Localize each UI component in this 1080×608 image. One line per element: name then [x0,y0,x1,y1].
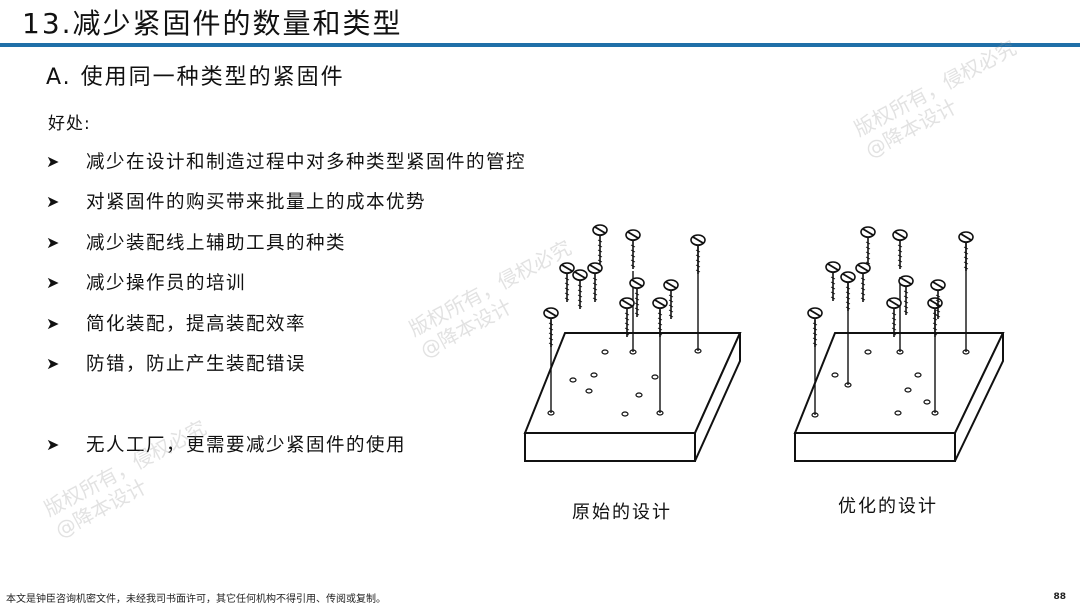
list-item: ➤ 减少操作员的培训 [46,267,246,297]
arrow-bullet-icon: ➤ [46,191,60,211]
caption-original-design: 原始的设计 [572,502,672,523]
arrow-bullet-icon: ➤ [46,313,60,333]
watermark: 版权所有，侵权必究@降本设计 [850,35,1021,163]
arrow-bullet-icon: ➤ [46,353,60,373]
list-item: ➤ 减少装配线上辅助工具的种类 [46,227,346,257]
bullet-text: 无人工厂，更需要减少紧固件的使用 [86,435,407,456]
bullet-text: 对紧固件的购买带来批量上的成本优势 [86,192,427,213]
page-title: 13.减少紧固件的数量和类型 [22,7,403,40]
mounting-block-icon [523,224,742,462]
bullet-text: 减少在设计和制造过程中对多种类型紧固件的管控 [86,152,527,173]
section-heading: A. 使用同一种类型的紧固件 [46,65,345,90]
list-item: ➤ 简化装配，提高装配效率 [46,308,306,338]
page-number: 88 [1053,592,1066,602]
arrow-bullet-icon: ➤ [46,151,60,171]
title-divider [0,43,1080,47]
list-item: ➤ 减少在设计和制造过程中对多种类型紧固件的管控 [46,146,526,176]
caption-optimized-design: 优化的设计 [838,496,938,517]
mounting-block-icon [793,226,1005,462]
footer-notice: 本文是钟臣咨询机密文件，未经我司书面许可，其它任何机构不得引用、传阅或复制。 [6,594,386,605]
bullet-text: 减少操作员的培训 [86,273,247,294]
bullet-text: 简化装配，提高装配效率 [86,314,307,335]
list-item: ➤ 无人工厂，更需要减少紧固件的使用 [46,429,406,459]
arrow-bullet-icon: ➤ [46,232,60,252]
arrow-bullet-icon: ➤ [46,272,60,292]
list-item: ➤ 防错，防止产生装配错误 [46,348,306,378]
fastener-illustration [523,224,1005,462]
list-item: ➤ 对紧固件的购买带来批量上的成本优势 [46,186,426,216]
bullet-text: 防错，防止产生装配错误 [86,354,307,375]
benefits-label: 好处: [48,114,91,134]
bullet-text: 减少装配线上辅助工具的种类 [86,233,347,254]
arrow-bullet-icon: ➤ [46,434,60,454]
